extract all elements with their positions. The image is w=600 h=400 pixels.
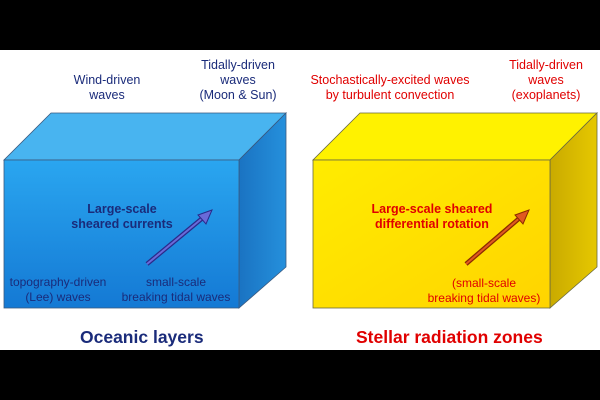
ocean-arrow — [145, 209, 213, 266]
ocean-box — [3, 112, 287, 309]
star-caption: Stellar radiation zones — [356, 327, 543, 347]
star-box-front — [312, 159, 551, 309]
star-box — [312, 112, 598, 309]
diagram-canvas — [3, 112, 598, 309]
star-box-top — [312, 112, 598, 161]
ocean-caption: Oceanic layers — [80, 327, 204, 347]
ocean-lee-waves-label: topography-driven(Lee) waves — [9, 275, 107, 304]
ocean-box-front — [3, 159, 240, 309]
star-arrow — [464, 209, 530, 266]
ocean-box-top — [3, 112, 287, 161]
